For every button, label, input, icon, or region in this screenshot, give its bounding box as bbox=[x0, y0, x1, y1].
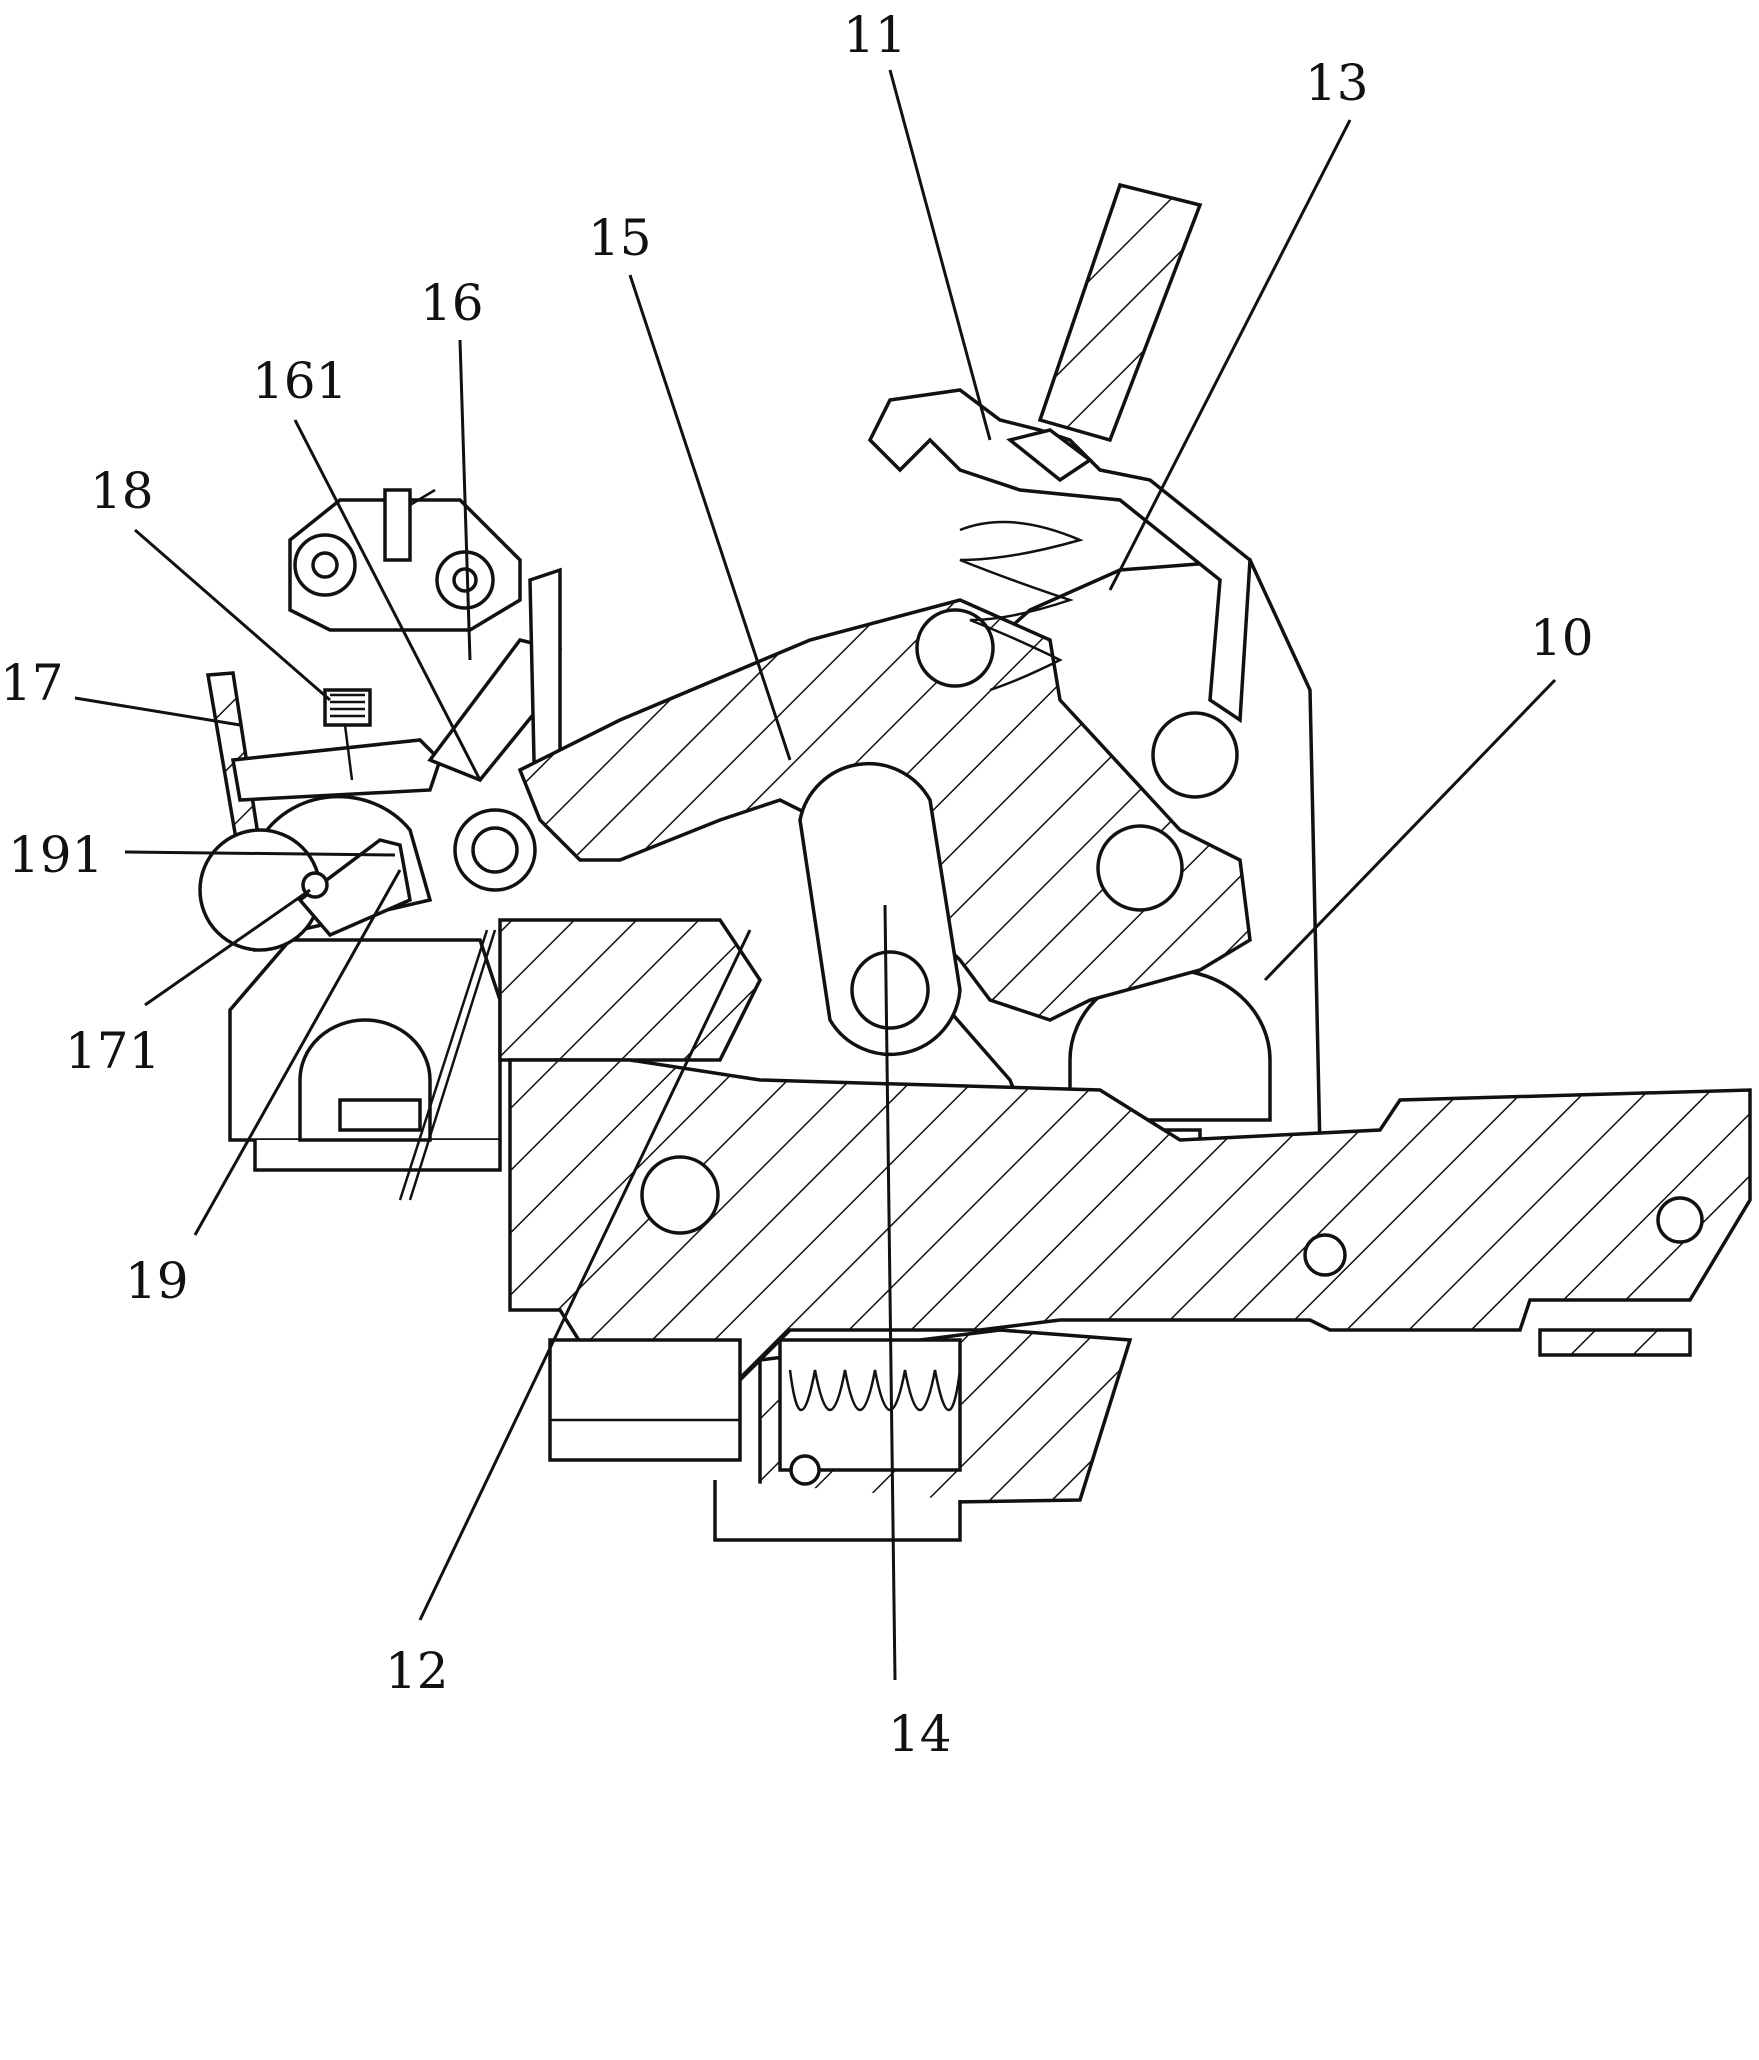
leader-16 bbox=[458, 339, 472, 661]
bracket-19 bbox=[297, 838, 412, 938]
label-10: 10 bbox=[1530, 609, 1594, 667]
leader-14 bbox=[883, 904, 897, 1681]
spring-13 bbox=[959, 520, 1084, 692]
link-14 bbox=[798, 761, 962, 1057]
leader-191 bbox=[124, 850, 396, 857]
leader-13 bbox=[1108, 119, 1352, 591]
label-12: 12 bbox=[385, 1642, 449, 1700]
leader-171 bbox=[144, 888, 311, 1007]
label-16: 16 bbox=[420, 274, 484, 332]
handle-11 bbox=[867, 182, 1252, 724]
block-12 bbox=[498, 918, 763, 1062]
label-14: 14 bbox=[888, 1705, 952, 1763]
spring-18 bbox=[323, 688, 372, 781]
leader-161 bbox=[293, 419, 482, 781]
label-13: 13 bbox=[1305, 54, 1369, 112]
leader-12 bbox=[418, 929, 752, 1621]
reference-labels: 11 13 15 16 161 18 17 191 171 19 12 14 1… bbox=[0, 6, 1594, 1763]
leader-10 bbox=[1263, 678, 1557, 982]
spring-housing bbox=[548, 1328, 1133, 1542]
leader-18 bbox=[134, 528, 331, 702]
left-base bbox=[228, 938, 502, 1172]
label-15: 15 bbox=[588, 209, 652, 267]
leader-19 bbox=[193, 869, 402, 1236]
leader-15 bbox=[628, 274, 792, 761]
label-19: 19 bbox=[125, 1252, 189, 1310]
label-191: 191 bbox=[8, 826, 103, 884]
wire-rod bbox=[408, 929, 497, 1201]
leader-lines bbox=[74, 69, 1557, 1681]
leader-11 bbox=[888, 69, 992, 441]
label-171: 171 bbox=[65, 1022, 160, 1080]
latch-block bbox=[288, 488, 522, 632]
lower-arm bbox=[508, 1058, 1752, 1422]
label-18: 18 bbox=[90, 462, 154, 520]
label-161: 161 bbox=[252, 352, 347, 410]
label-11: 11 bbox=[843, 6, 907, 64]
leader-17 bbox=[74, 696, 241, 727]
label-17: 17 bbox=[0, 654, 64, 712]
spring-14-coil bbox=[788, 1369, 962, 1486]
